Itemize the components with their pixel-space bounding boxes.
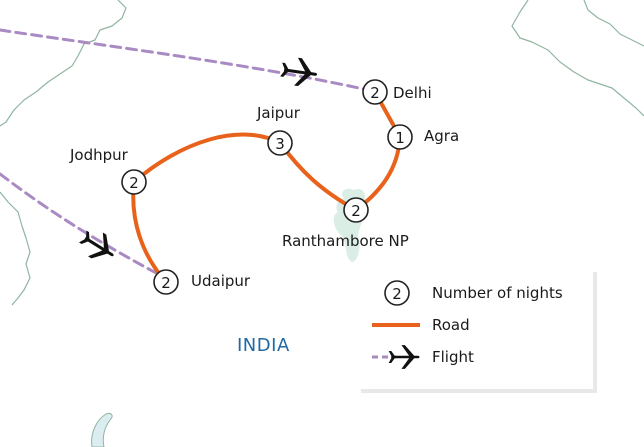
night-marker	[362, 79, 388, 105]
night-count: 2	[370, 84, 380, 102]
city-label: Jodhpur	[69, 146, 129, 164]
night-count: 3	[275, 135, 285, 153]
airplane-icon	[388, 345, 420, 369]
stop-jodhpur: 2 Jodhpur	[69, 146, 147, 195]
border-line	[511, 0, 644, 117]
stop-udaipur: 2 Udaipur	[153, 269, 251, 295]
legend-night-marker	[384, 280, 410, 306]
flight-route-delhi	[0, 28, 370, 92]
water-body	[91, 413, 113, 447]
night-count: 2	[161, 274, 171, 292]
night-count: 2	[129, 174, 139, 192]
border-line	[583, 0, 644, 47]
stop-jaipur: 3 Jaipur	[256, 104, 301, 156]
night-count: 2	[351, 202, 361, 220]
legend-flight-label: Flight	[432, 348, 474, 366]
airplane-icon	[79, 230, 114, 259]
night-count: 1	[395, 129, 405, 147]
city-label: Ranthambore NP	[282, 232, 409, 250]
flight-route-udaipur	[0, 172, 160, 276]
night-marker	[387, 124, 413, 150]
stop-delhi: 2 Delhi	[362, 79, 432, 105]
city-label: Agra	[424, 127, 459, 145]
night-marker	[153, 269, 179, 295]
legend-road-label: Road	[432, 316, 470, 334]
road-route	[131, 90, 402, 284]
night-marker	[267, 130, 293, 156]
legend-night-count: 2	[392, 285, 402, 303]
legend: 2 Number of nights Road Flight	[357, 268, 597, 393]
city-label: Udaipur	[191, 272, 251, 290]
stop-ranthambore: 2 Ranthambore NP	[282, 197, 409, 250]
airplane-icon	[280, 57, 318, 87]
border-lines	[0, 0, 644, 306]
city-label: Jaipur	[256, 104, 301, 122]
border-line	[0, 0, 127, 127]
border-line	[0, 191, 31, 306]
city-label: Delhi	[393, 84, 432, 102]
night-marker	[343, 197, 369, 223]
flight-routes	[0, 28, 370, 276]
night-marker	[121, 169, 147, 195]
country-label: INDIA	[237, 335, 290, 356]
stop-agra: 1 Agra	[387, 124, 459, 150]
legend-nights-label: Number of nights	[432, 284, 563, 302]
